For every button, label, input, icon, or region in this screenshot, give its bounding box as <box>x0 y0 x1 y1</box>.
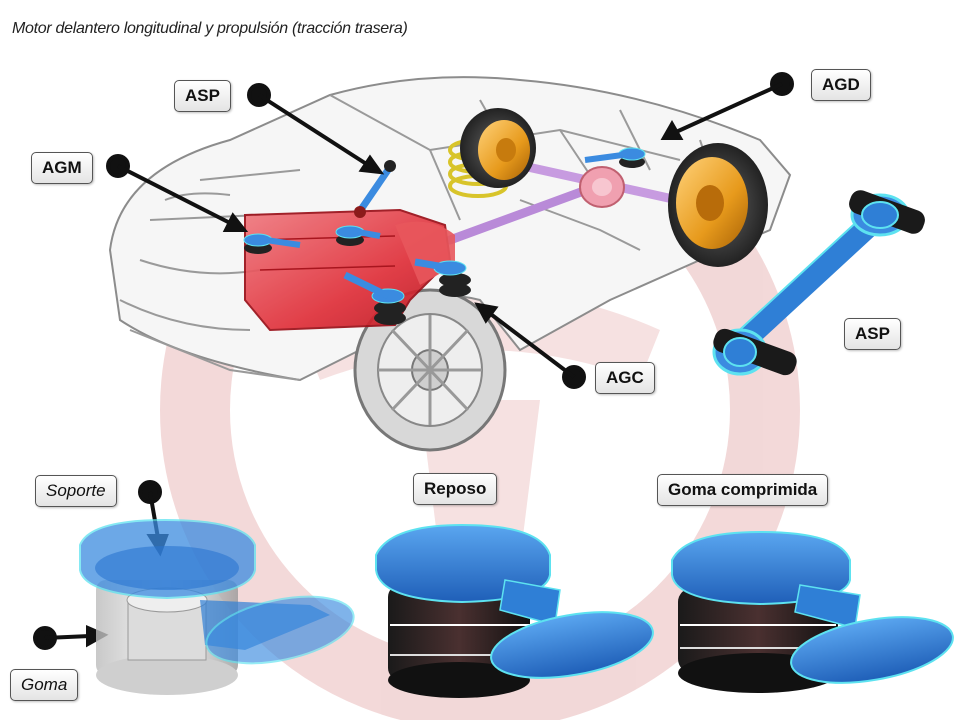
engine-mounts <box>243 147 646 325</box>
arrow-asp-top <box>247 83 385 175</box>
arrow-agd <box>660 72 794 140</box>
arrow-agm <box>106 154 249 232</box>
mount-agc-2 <box>414 258 471 297</box>
mount-rest <box>375 523 654 698</box>
label-goma: Goma <box>10 669 79 701</box>
label-reposo: Reposo <box>413 473 498 505</box>
label-agm: AGM <box>31 152 93 184</box>
mount-agd <box>584 147 646 168</box>
label-asp-top: ASP <box>174 80 231 112</box>
arrow-goma <box>33 624 109 650</box>
label-asp-right: ASP <box>844 318 901 350</box>
asp-torque-rod-detail <box>712 190 925 376</box>
pointer-arrows <box>33 72 794 650</box>
mount-compressed <box>671 530 954 693</box>
mount-agm-2 <box>335 225 381 246</box>
page-title: Motor delantero longitudinal y propulsió… <box>12 20 408 37</box>
arrow-agc <box>474 302 586 389</box>
mount-asp-top <box>354 160 396 218</box>
rear-wheel-left <box>460 108 536 188</box>
differential <box>579 166 625 208</box>
label-agd: AGD <box>811 69 871 101</box>
rear-wheel-right <box>668 143 768 267</box>
label-soporte: Soporte <box>35 475 117 507</box>
front-wheel <box>353 288 507 452</box>
mount-cutaway <box>79 518 355 695</box>
mount-agm-1 <box>243 233 301 254</box>
mount-agc-1 <box>343 271 406 325</box>
label-agc: AGC <box>595 362 655 394</box>
label-goma-comprimida: Goma comprimida <box>657 474 829 506</box>
